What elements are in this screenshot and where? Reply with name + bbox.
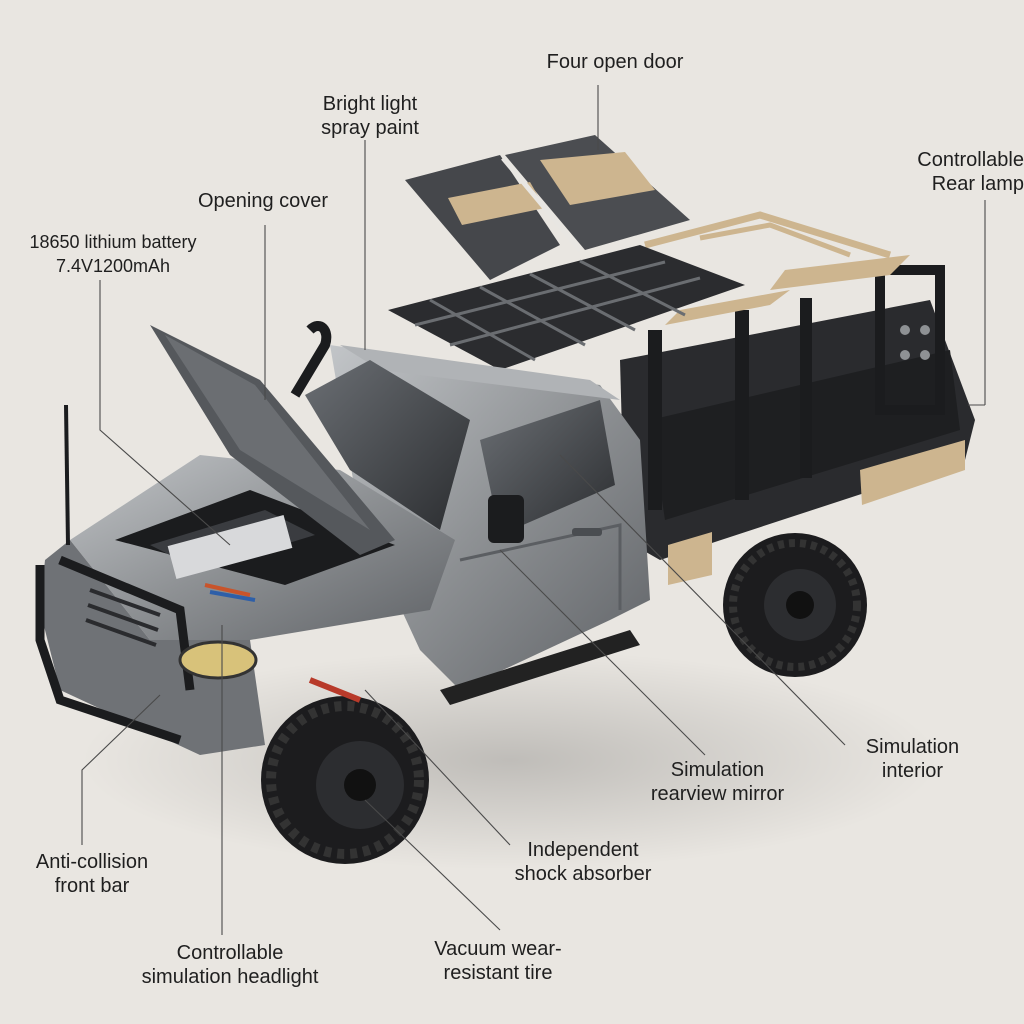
leader-vacuum-wear-resistant-tire — [364, 799, 501, 931]
label-simulation-rearview-mirror: Simulation rearview mirror — [650, 759, 785, 805]
label-lithium-battery: 18650 lithium battery 7.4V1200mAh — [29, 232, 197, 276]
snorkel-graphic — [290, 321, 332, 398]
leader-simulation-interior — [559, 454, 846, 746]
engine-bay-graphic — [115, 325, 395, 602]
front-wheel-graphic — [261, 696, 429, 864]
open-doors-graphic — [405, 135, 690, 280]
leader-anti-collision-front-bar — [81, 694, 161, 845]
label-anti-collision-front-bar: Anti-collision front bar — [35, 851, 149, 897]
roof-rack-graphic — [388, 245, 745, 370]
rear-bed-graphic — [620, 211, 975, 585]
headlight-graphic — [178, 640, 258, 680]
label-controllable-rear-lamp: Controllable Rear lamp — [917, 149, 1024, 195]
label-independent-shock-absorber: Independent shock absorber — [514, 839, 652, 885]
grille-graphic — [85, 588, 161, 647]
leader-lines — [81, 85, 986, 935]
label-bright-light-spray-paint: Bright light spray paint — [321, 93, 419, 139]
label-vacuum-wear-resistant-tire: Vacuum wear- resistant tire — [434, 938, 562, 984]
label-opening-cover: Opening cover — [198, 190, 329, 212]
label-four-open-door: Four open door — [546, 51, 684, 73]
label-simulation-interior: Simulation interior — [865, 736, 960, 782]
leader-simulation-rearview-mirror — [499, 549, 706, 756]
side-mirror-graphic — [488, 495, 524, 543]
leader-lithium-battery — [99, 280, 231, 546]
leader-independent-shock-absorber — [364, 689, 511, 846]
shock-absorber-graphic — [308, 677, 362, 703]
label-controllable-simulation-headlight: Controllable simulation headlight — [141, 942, 319, 988]
rear-wheel-graphic — [723, 533, 867, 677]
antenna-graphic — [64, 404, 70, 546]
